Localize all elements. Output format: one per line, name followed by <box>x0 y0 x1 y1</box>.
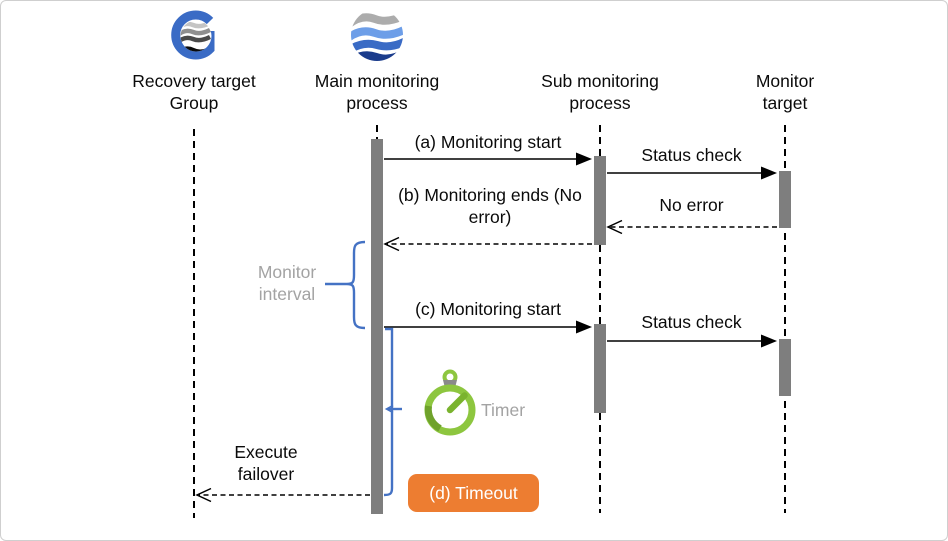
activation-bar-sub-1 <box>594 156 606 245</box>
activation-bar-target-1 <box>779 171 791 228</box>
arrowhead-status-1 <box>761 166 777 180</box>
arrowhead-a <box>576 152 592 166</box>
annotation-monitor-interval: Monitor interval <box>257 262 317 304</box>
timer-stopwatch-icon <box>424 369 476 436</box>
lane-label-main-process: Main monitoring process <box>314 71 440 113</box>
stopwatch-ring-shadow <box>424 405 442 432</box>
message-execute-failover: Execute failover <box>234 442 298 484</box>
annotation-timer: Timer <box>481 400 526 420</box>
main-process-wave-sphere-logo-icon <box>351 9 403 61</box>
activation-bar-main <box>371 139 383 514</box>
activation-bar-target-2 <box>779 339 791 396</box>
lane-label-recovery-group: Recovery target Group <box>132 71 256 113</box>
timeout-badge: (d) Timeout <box>408 474 539 512</box>
message-monitoring-start-c: (c) Monitoring start <box>415 299 561 319</box>
message-monitoring-ends-b: (b) Monitoring ends (No error) <box>398 185 582 227</box>
message-status-check-1: Status check <box>641 145 742 165</box>
monitor-interval-brace <box>346 240 366 330</box>
g-ring <box>171 10 215 60</box>
lane-label-monitor-target: Monitor target <box>755 71 815 113</box>
recovery-group-logo-icon <box>171 10 215 60</box>
message-status-check-2: Status check <box>641 312 742 332</box>
lane-label-sub-process: Sub monitoring process <box>541 71 659 113</box>
stopwatch-hand <box>446 392 468 414</box>
arrowhead-status-2 <box>761 334 777 348</box>
arrowhead-c <box>576 320 592 334</box>
activation-bar-sub-2 <box>594 324 606 413</box>
open-arrowhead-failover <box>195 487 212 503</box>
timer-pointer-arrowhead <box>384 404 394 414</box>
message-no-error: No error <box>659 195 724 215</box>
open-arrowhead-b <box>383 236 400 252</box>
message-monitoring-start-a: (a) Monitoring start <box>414 132 562 152</box>
timer-bracket <box>383 327 394 497</box>
open-arrowhead-no-error <box>606 219 623 235</box>
